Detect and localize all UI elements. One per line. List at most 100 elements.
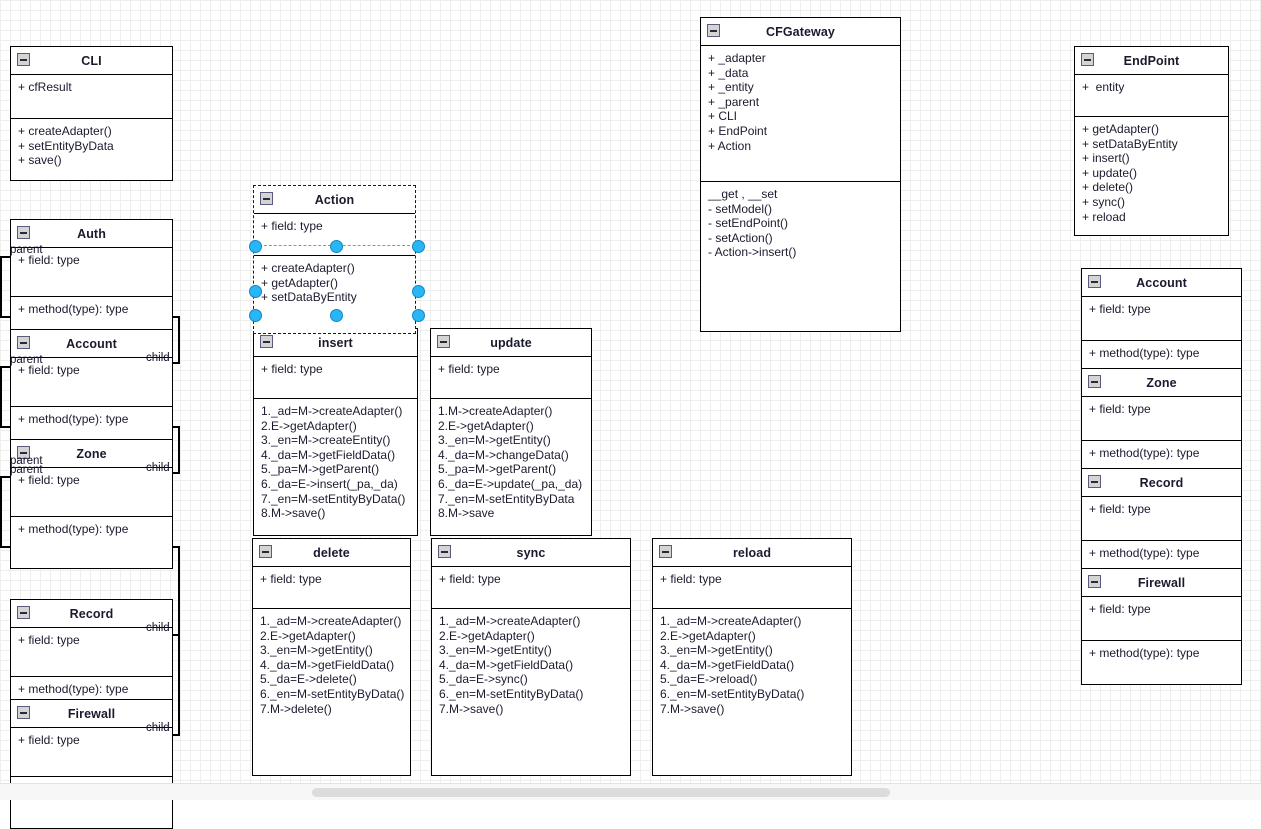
uml-class-update[interactable]: update + field: type 1.M->createAdapter()2… bbox=[430, 328, 592, 536]
attributes-compartment-cfgateway[interactable]: + _adapter+ _data+ _entity+ _parent+ CLI… bbox=[701, 46, 900, 182]
methods-compartment-insert[interactable]: 1._ad=M->createAdapter()2.E->getAdapter(… bbox=[254, 399, 417, 535]
method-row: + setDataByEntity bbox=[1082, 137, 1222, 152]
connector-account-zone[interactable] bbox=[178, 426, 180, 474]
selection-handle[interactable] bbox=[249, 285, 262, 298]
attributes-compartment-endpoint[interactable]: + entity bbox=[1075, 75, 1228, 117]
selection-handle[interactable] bbox=[412, 309, 425, 322]
uml-class-endpoint[interactable]: EndPoint + entity + getAdapter()+ setDataB… bbox=[1074, 46, 1229, 236]
collapse-icon[interactable] bbox=[1088, 375, 1101, 388]
method-row: 1._ad=M->createAdapter() bbox=[260, 614, 404, 629]
class-header-zone-right[interactable]: Zone bbox=[1082, 369, 1241, 397]
methods-compartment-cli[interactable]: + createAdapter()+ setEntityByData+ save… bbox=[11, 119, 172, 180]
methods-compartment-cfgateway[interactable]: __get , __set- setModel()- setEndPoint()… bbox=[701, 182, 900, 331]
uml-class-firewall-right[interactable]: Firewall+ field: type+ method(type): typ… bbox=[1081, 568, 1242, 685]
method-row: 1._ad=M->createAdapter() bbox=[439, 614, 624, 629]
selection-handle[interactable] bbox=[412, 240, 425, 253]
collapse-icon[interactable] bbox=[17, 606, 30, 619]
methods-compartment-endpoint[interactable]: + getAdapter()+ setDataByEntity+ insert(… bbox=[1075, 117, 1228, 235]
method-row: __get , __set bbox=[708, 187, 894, 202]
attributes-compartment-firewall-left[interactable]: + field: type bbox=[11, 728, 172, 777]
class-header-cli[interactable]: CLI bbox=[11, 47, 172, 75]
collapse-icon[interactable] bbox=[259, 545, 272, 558]
selection-handle[interactable] bbox=[330, 240, 343, 253]
collapse-icon[interactable] bbox=[437, 335, 450, 348]
canvas-horizontal-scrollbar[interactable] bbox=[0, 783, 1261, 800]
connector-zone-record[interactable] bbox=[0, 476, 2, 548]
selection-handle[interactable] bbox=[249, 240, 262, 253]
class-header-record-right[interactable]: Record bbox=[1082, 469, 1241, 497]
edge-label-child: child bbox=[146, 622, 170, 634]
connector-auth-account[interactable] bbox=[178, 316, 180, 364]
attributes-compartment-insert[interactable]: + field: type bbox=[254, 357, 417, 399]
methods-compartment-reload[interactable]: 1._ad=M->createAdapter()2.E->getAdapter(… bbox=[653, 609, 851, 775]
collapse-icon[interactable] bbox=[17, 53, 30, 66]
attribute-row: + CLI bbox=[708, 109, 894, 124]
diagram-canvas[interactable]: CLI+ cfResult+ createAdapter()+ setEntit… bbox=[0, 0, 1261, 784]
methods-compartment-update[interactable]: 1.M->createAdapter()2.E->getAdapter()3._… bbox=[431, 399, 591, 535]
methods-compartment-zone-left[interactable]: + method(type): type bbox=[11, 517, 172, 568]
attributes-compartment-record-left[interactable]: + field: type bbox=[11, 628, 172, 677]
connector-zone-firewall[interactable] bbox=[178, 546, 180, 736]
attribute-row: + field: type bbox=[261, 219, 409, 234]
collapse-icon[interactable] bbox=[1081, 53, 1094, 66]
edge-label-parent: parent bbox=[10, 354, 43, 366]
attributes-compartment-record-right[interactable]: + field: type bbox=[1082, 497, 1241, 541]
collapse-icon[interactable] bbox=[659, 545, 672, 558]
class-header-firewall-right[interactable]: Firewall bbox=[1082, 569, 1241, 597]
uml-class-firewall-left[interactable]: Firewall+ field: type+ method(type): typ… bbox=[10, 699, 173, 829]
selection-handle[interactable] bbox=[249, 309, 262, 322]
collapse-icon[interactable] bbox=[17, 226, 30, 239]
uml-class-action[interactable]: Action+ field: type+ createAdapter()+ ge… bbox=[253, 185, 416, 334]
collapse-icon[interactable] bbox=[438, 545, 451, 558]
class-header-delete[interactable]: delete bbox=[253, 539, 410, 567]
collapse-icon[interactable] bbox=[260, 335, 273, 348]
attributes-compartment-account-right[interactable]: + field: type bbox=[1082, 297, 1241, 341]
method-row: + method(type): type bbox=[18, 412, 166, 427]
class-header-endpoint[interactable]: EndPoint bbox=[1075, 47, 1228, 75]
attribute-row: + field: type bbox=[438, 362, 585, 377]
collapse-icon[interactable] bbox=[1088, 475, 1101, 488]
methods-compartment-firewall-right[interactable]: + method(type): type bbox=[1082, 641, 1241, 684]
attribute-row: + EndPoint bbox=[708, 124, 894, 139]
uml-class-reload[interactable]: reload + field: type 1._ad=M->createAdapte… bbox=[652, 538, 852, 776]
collapse-icon[interactable] bbox=[1088, 275, 1101, 288]
methods-compartment-sync[interactable]: 1._ad=M->createAdapter()2.E->getAdapter(… bbox=[432, 609, 630, 775]
attributes-compartment-sync[interactable]: + field: type bbox=[432, 567, 630, 609]
selection-handle[interactable] bbox=[412, 285, 425, 298]
method-row: 7.M->save() bbox=[660, 702, 845, 717]
attribute-row: + entity bbox=[1082, 80, 1222, 95]
method-row: 2.E->getAdapter() bbox=[439, 629, 624, 644]
attribute-row: + field: type bbox=[1089, 502, 1235, 517]
collapse-icon[interactable] bbox=[1088, 575, 1101, 588]
method-row: 4._da=M->getFieldData() bbox=[261, 448, 411, 463]
class-header-reload[interactable]: reload bbox=[653, 539, 851, 567]
attribute-row: + field: type bbox=[660, 572, 845, 587]
collapse-icon[interactable] bbox=[17, 336, 30, 349]
attributes-compartment-delete[interactable]: + field: type bbox=[253, 567, 410, 609]
attributes-compartment-update[interactable]: + field: type bbox=[431, 357, 591, 399]
uml-class-cli[interactable]: CLI+ cfResult+ createAdapter()+ setEntit… bbox=[10, 46, 173, 181]
collapse-icon[interactable] bbox=[260, 192, 273, 205]
attributes-compartment-reload[interactable]: + field: type bbox=[653, 567, 851, 609]
attributes-compartment-cli[interactable]: + cfResult bbox=[11, 75, 172, 119]
collapse-icon[interactable] bbox=[707, 24, 720, 37]
attributes-compartment-firewall-right[interactable]: + field: type bbox=[1082, 597, 1241, 641]
connector-auth-account[interactable] bbox=[0, 256, 2, 318]
class-header-action[interactable]: Action bbox=[254, 186, 415, 214]
connector-account-zone[interactable] bbox=[0, 366, 2, 428]
class-header-account-right[interactable]: Account bbox=[1082, 269, 1241, 297]
class-header-cfgateway[interactable]: CFGateway bbox=[701, 18, 900, 46]
method-row: + createAdapter() bbox=[261, 261, 409, 276]
class-header-update[interactable]: update bbox=[431, 329, 591, 357]
selection-handle[interactable] bbox=[330, 309, 343, 322]
uml-class-cfgateway[interactable]: CFGateway+ _adapter+ _data+ _entity+ _pa… bbox=[700, 17, 901, 332]
method-row: 6._en=M-setEntityByData() bbox=[439, 687, 624, 702]
methods-compartment-delete[interactable]: 1._ad=M->createAdapter()2.E->getAdapter(… bbox=[253, 609, 410, 775]
class-header-sync[interactable]: sync bbox=[432, 539, 630, 567]
scrollbar-thumb[interactable] bbox=[312, 788, 890, 797]
attributes-compartment-zone-right[interactable]: + field: type bbox=[1082, 397, 1241, 441]
collapse-icon[interactable] bbox=[17, 706, 30, 719]
